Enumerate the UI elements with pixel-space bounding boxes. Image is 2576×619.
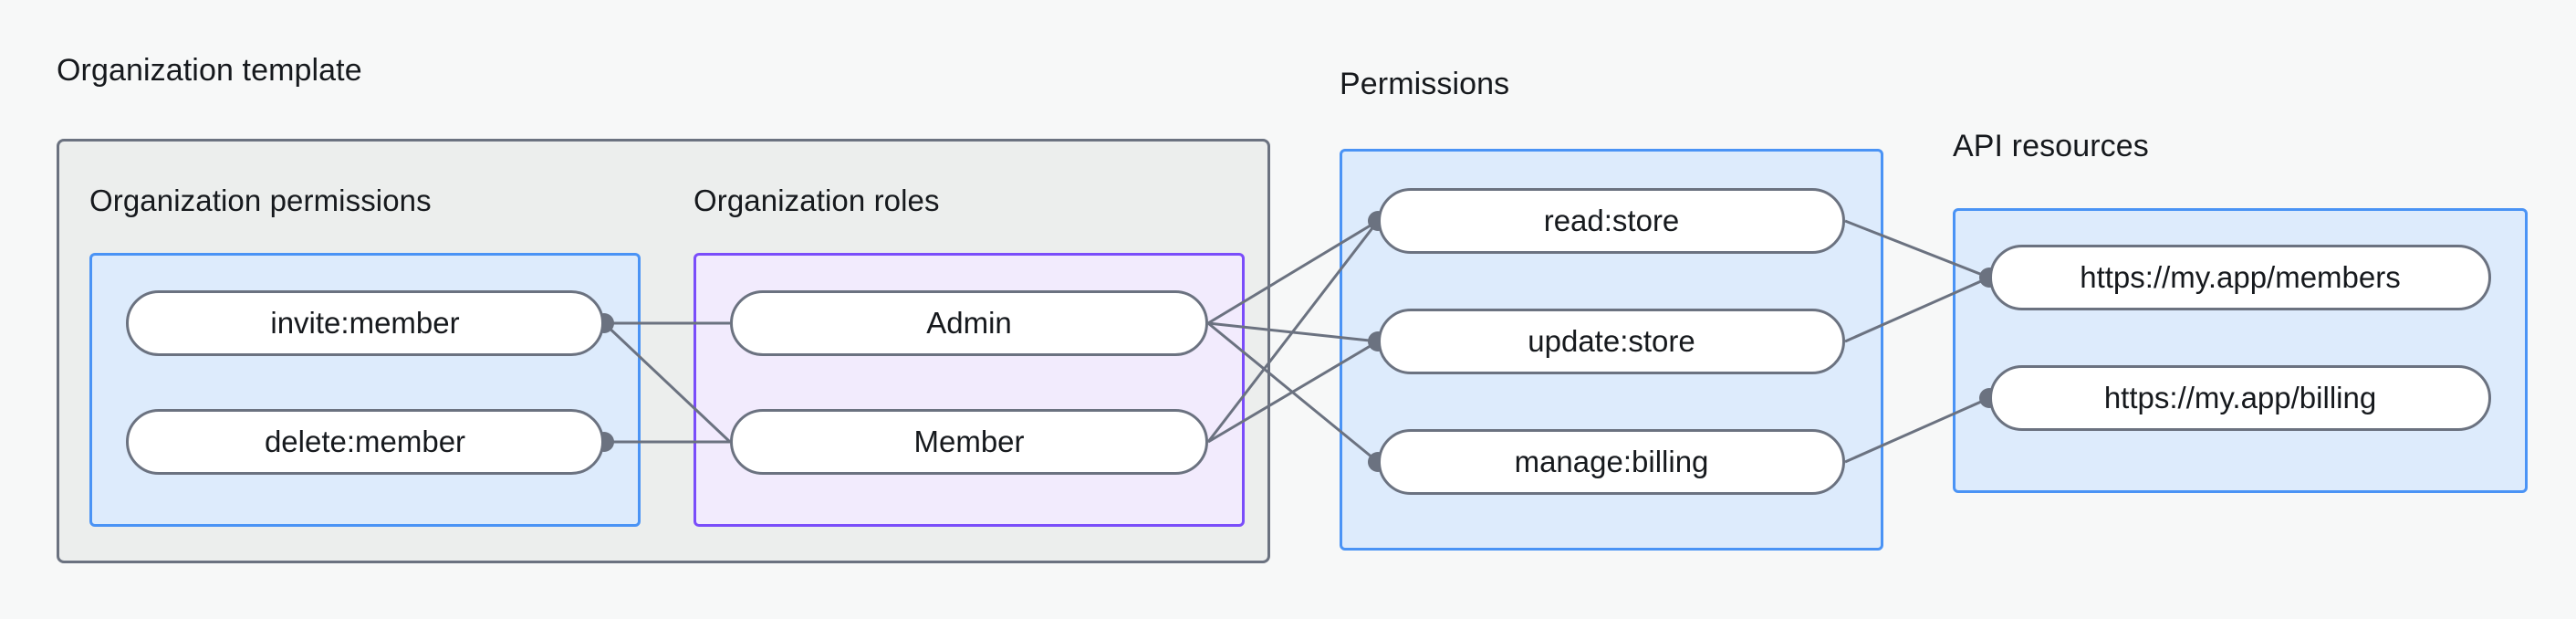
node-invite-member[interactable]: invite:member <box>126 290 604 356</box>
organization-template-label: Organization template <box>57 53 362 88</box>
node-admin[interactable]: Admin <box>730 290 1208 356</box>
organization-permissions-label: Organization permissions <box>89 184 432 217</box>
node-update-store[interactable]: update:store <box>1378 309 1845 374</box>
permissions-label: Permissions <box>1340 67 1510 101</box>
node-manage-billing[interactable]: manage:billing <box>1378 429 1845 495</box>
node-member[interactable]: Member <box>730 409 1208 475</box>
node-billing-url[interactable]: https://my.app/billing <box>1989 365 2491 431</box>
api-resources-label: API resources <box>1953 129 2149 163</box>
organization-roles-label: Organization roles <box>694 184 940 217</box>
node-read-store[interactable]: read:store <box>1378 188 1845 254</box>
node-members-url[interactable]: https://my.app/members <box>1989 245 2491 310</box>
node-delete-member[interactable]: delete:member <box>126 409 604 475</box>
